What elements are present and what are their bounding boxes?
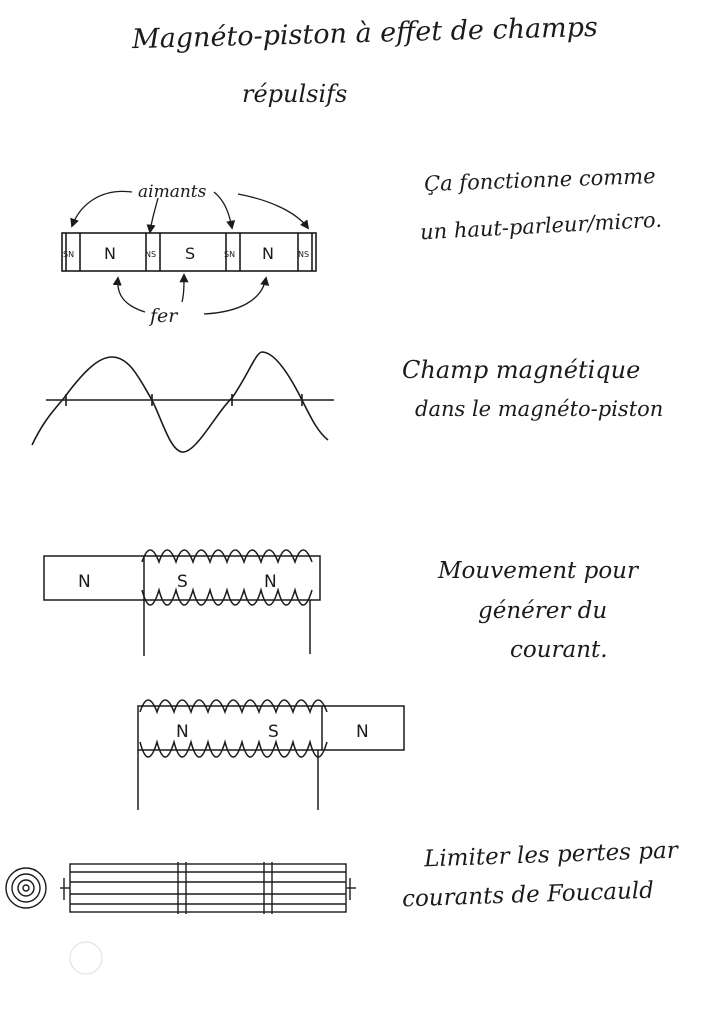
coil-diagram-2 <box>137 699 405 810</box>
field-graph <box>31 351 334 453</box>
piston-pole-label: S <box>268 722 279 742</box>
faint-mark <box>69 941 103 975</box>
note-field-line1: Champ magnétique <box>402 356 641 384</box>
piston-body <box>61 232 317 272</box>
coil-turns-bottom <box>139 739 328 758</box>
piston-pole-label: N <box>78 572 91 592</box>
page-title-line2: répulsifs <box>242 80 348 108</box>
piston-body <box>137 705 405 751</box>
magnet-arrows <box>70 190 310 234</box>
iron-pole-label: S <box>185 244 195 263</box>
piston-pole-label: N <box>356 722 369 742</box>
label-iron: fer <box>148 305 179 327</box>
coil-turns-bottom <box>141 587 313 606</box>
piston-diagram <box>61 232 317 272</box>
iron-pole-label: N <box>104 244 116 263</box>
coil-turns-top <box>141 549 313 565</box>
iron-pole-label: N <box>262 244 274 263</box>
note-movement-line3: courant. <box>510 637 608 663</box>
piston-pole-label: S <box>177 572 188 592</box>
piston-pole-label: N <box>264 572 277 592</box>
note-field-line2: dans le magnéto-piston <box>415 397 664 421</box>
magnet-pole-label: SN <box>224 250 235 259</box>
lamination-cross-section <box>5 867 47 909</box>
field-curve <box>31 351 329 453</box>
magnet-pole-label: SN <box>63 250 74 259</box>
note-movement-line1: Mouvement pour <box>438 558 638 584</box>
coil-diagram-1 <box>43 549 321 656</box>
laminated-piston <box>5 862 356 914</box>
magnet-pole-label: NS <box>145 250 156 259</box>
magnet-pole-label: NS <box>298 250 309 259</box>
note-movement-line2: générer du <box>478 598 608 624</box>
iron-arrows <box>112 273 270 315</box>
piston-pole-label: N <box>176 722 189 742</box>
coil-turns-top <box>139 699 328 715</box>
label-magnets: aimants <box>138 182 207 202</box>
piston-body <box>43 555 321 601</box>
